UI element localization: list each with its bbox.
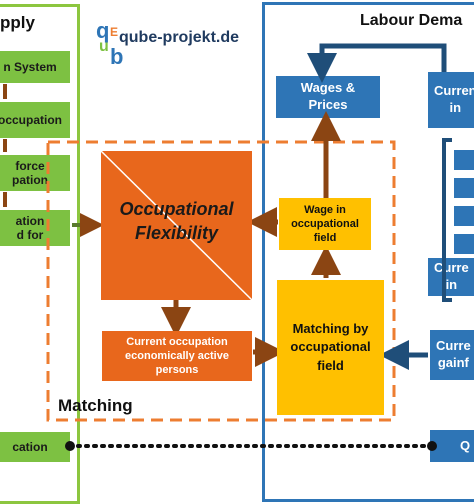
supply-title: pply [0,13,35,32]
bottom-connector-dot-right [427,441,437,451]
demand-bottom-label: Q [460,437,471,453]
demand-stack-box-3 [454,206,474,226]
matching-frame [46,140,396,422]
demand-title: Labour Dema [360,12,463,29]
supply-item-label: occupation [0,112,62,127]
supply-item-label: ation d for [15,213,45,242]
wage-field-box: Wage in occupational field [279,198,371,250]
matching-field-box: Matching by occupational field [277,280,384,415]
bottom-connector-dot-left [65,441,75,451]
demand-right-box-3: Curre gainf [430,330,474,380]
supply-bottom-label: cation [12,439,48,454]
logo-text: qube-projekt.de [119,29,240,46]
demand-stack-bracket [442,138,452,302]
supply-item-qualification-demand: ation d for [0,210,70,246]
demand-to-wages-connector [307,43,447,83]
qube-logo: q u b E qube-projekt.de [96,18,256,74]
supply-item-labour-force: force pation [0,155,70,191]
flexibility-label-line1: Occupational [119,199,234,219]
wage-field-label: Wage in occupational field [291,203,359,245]
matching-field-label: Matching by occupational field [290,321,371,373]
demand-right-label-3: Curre gainf [436,338,471,370]
wages-prices-label: Wages & Prices [300,80,356,112]
flexibility-diagonal [101,151,252,300]
supply-item-education-system: n System [0,51,70,83]
supply-bottom-item: cation [0,432,70,462]
logo-letter-e: E [110,25,119,39]
supply-item-label: force pation [12,158,48,187]
demand-stack-box-1 [454,150,474,170]
matching-label: Matching [58,396,133,415]
current-occupation-label: Current occupation economically active p… [125,335,229,377]
demand-right-label-1: Curren in [434,83,474,115]
flexibility-label: Occupational Flexibility [101,197,252,246]
supply-item-occupation: occupation [0,102,70,138]
demand-stack-box-4 [454,234,474,254]
demand-stack-box-2 [454,178,474,198]
flexibility-label-line2: Flexibility [134,223,219,244]
logo-letter-q: q [96,18,110,43]
demand-right-box-1: Curren in [428,72,474,128]
connectors [3,43,452,451]
demand-bottom-item: Q [430,430,474,462]
supply-item-label: n System [3,59,57,74]
logo-letter-u: u [99,38,109,55]
logo-letter-b: b [110,44,124,69]
current-occupation-box: Current occupation economically active p… [102,331,252,381]
occupational-flexibility-box: Occupational Flexibility [101,151,252,300]
